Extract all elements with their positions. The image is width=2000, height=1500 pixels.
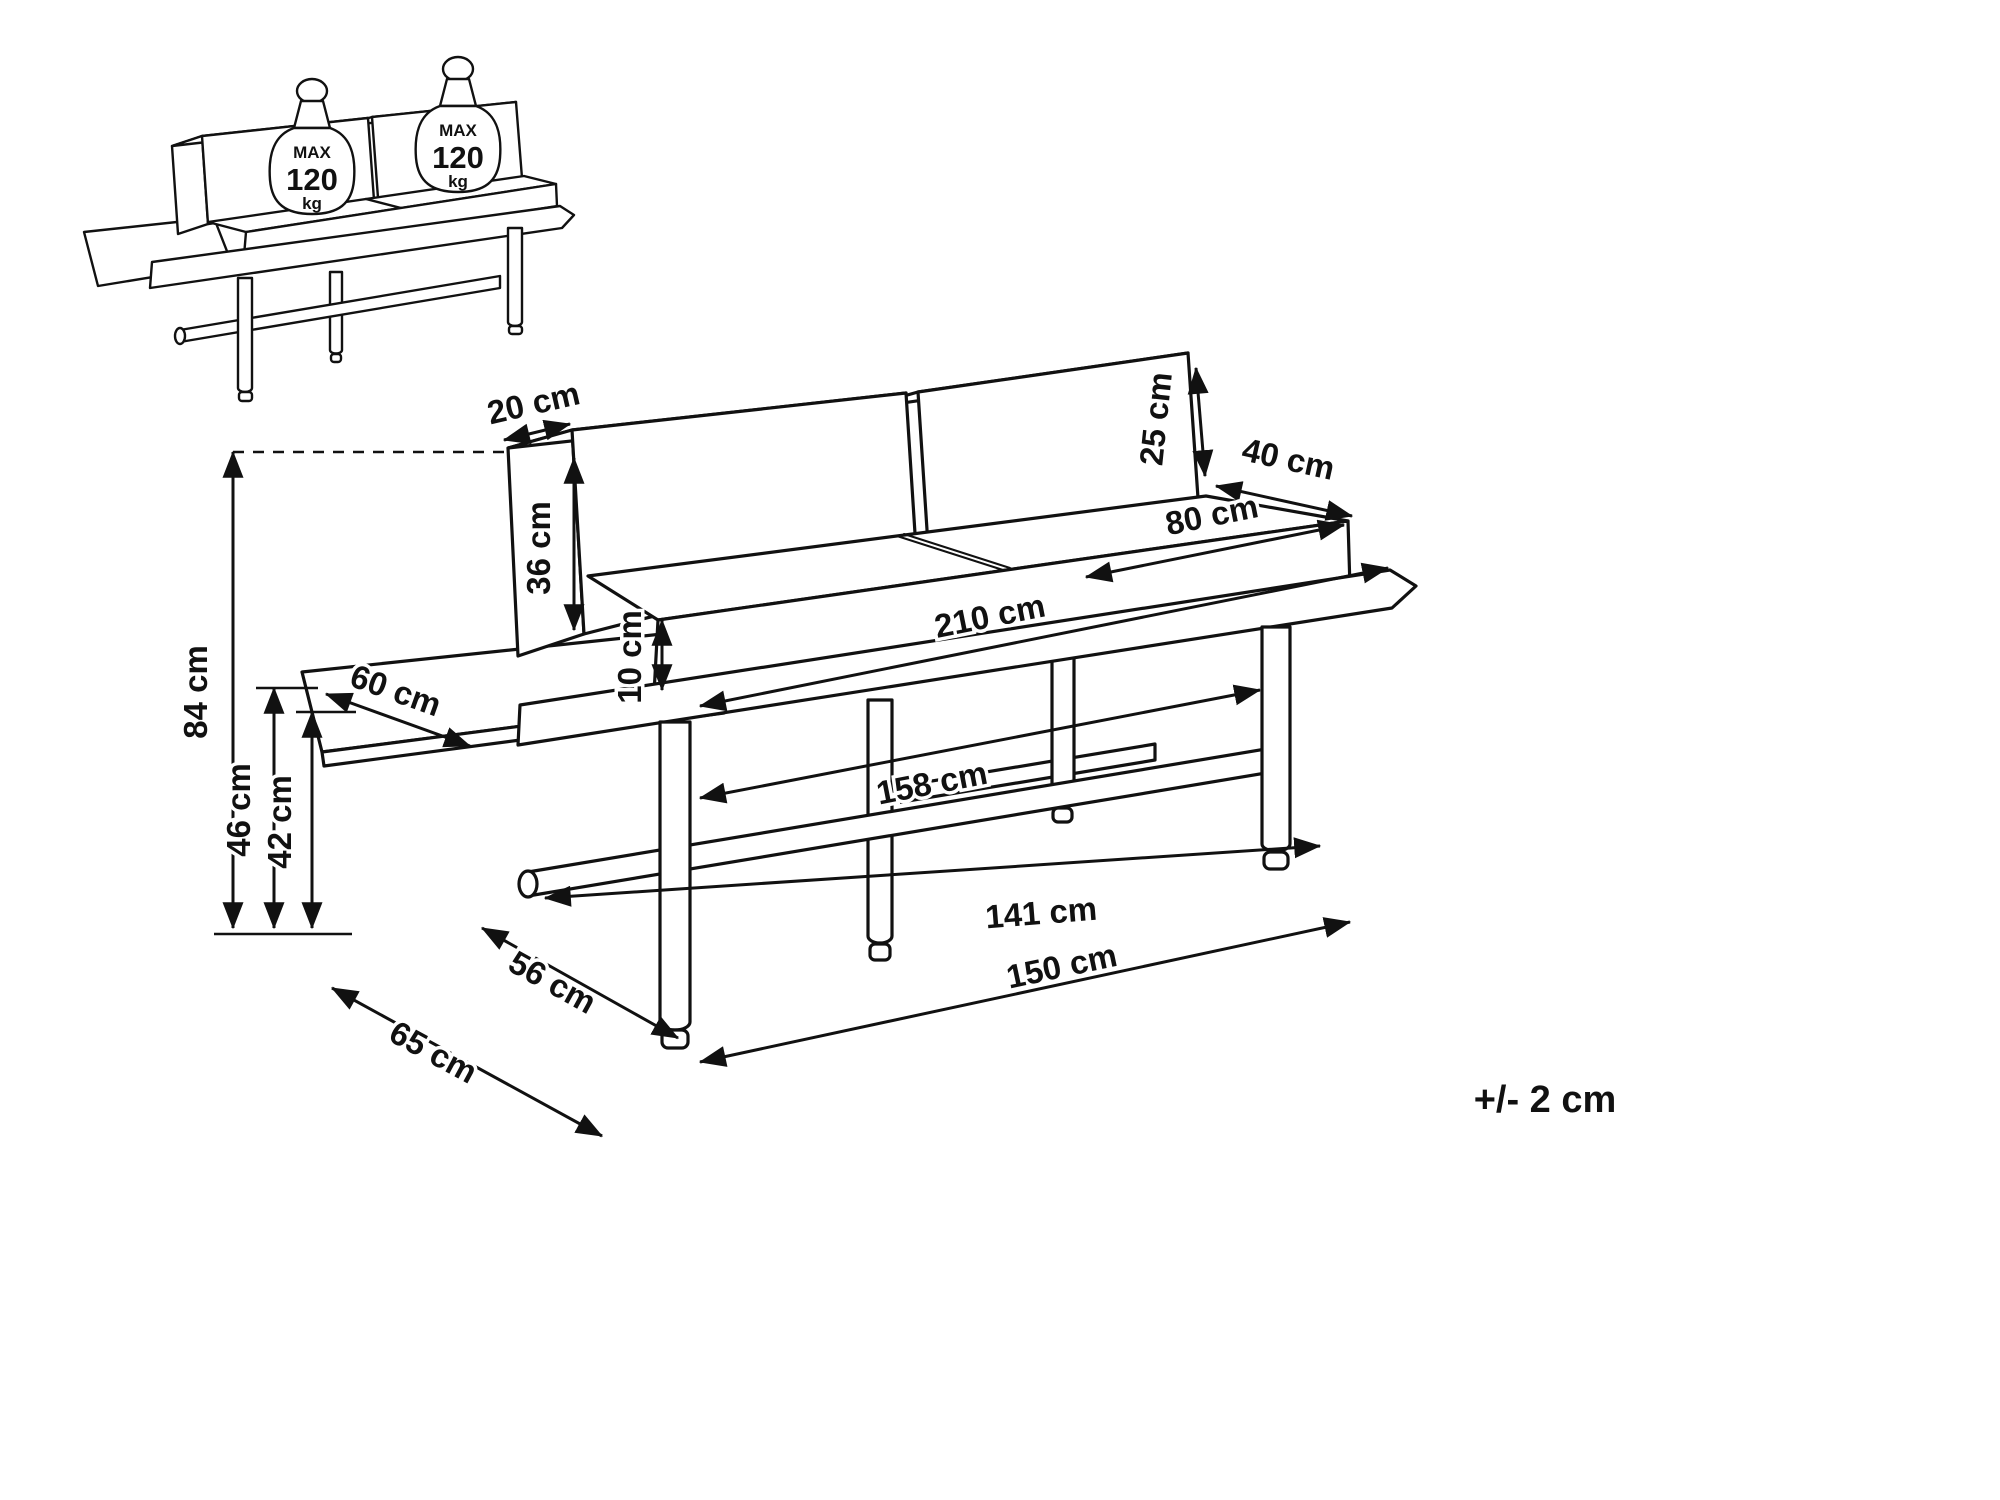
dim-46: 46 cm — [217, 686, 285, 930]
dim-65-label: 65 cm — [384, 1013, 484, 1090]
rear-right-foot — [1051, 806, 1074, 824]
inset-stretcher-cap — [173, 326, 187, 346]
dim-56-label: 56 cm — [503, 943, 603, 1021]
dim-10: 10 cm — [608, 607, 673, 707]
weight-value-label: 120 — [286, 162, 338, 197]
dim-158: 158 cm — [698, 684, 1262, 815]
dim-42-label: 42 cm — [261, 775, 298, 869]
dim-150-label: 150 cm — [1003, 936, 1120, 995]
weight-unit-label: kg — [448, 172, 468, 191]
dim-36-label: 36 cm — [520, 501, 557, 595]
inset-front-left-foot — [237, 390, 254, 403]
rear-left-foot — [868, 942, 892, 962]
front-right-leg — [1260, 625, 1292, 853]
max-weight-icon: MAX 120 kg — [268, 77, 356, 216]
dim-56: 56 cm — [480, 926, 680, 1040]
tolerance-note: +/- 2 cm — [1474, 1079, 1617, 1121]
max-weight-icon: MAX 120 kg — [414, 55, 502, 194]
inset-seat-seam — [364, 197, 403, 210]
dim-40-label: 40 cm — [1239, 431, 1338, 487]
inset-front-right-foot — [507, 324, 524, 336]
inset-rear-foot — [329, 352, 343, 364]
seat-cushion-seam-2 — [903, 533, 1011, 569]
inset-frame — [148, 204, 576, 290]
dim-150: 150 cm — [698, 917, 1352, 1067]
inset-thumbnail: MAX 120 kg MAX 120 kg — [82, 55, 576, 403]
dim-65: 65 cm — [330, 986, 604, 1138]
dim-10-label: 10 cm — [611, 610, 648, 704]
stretcher-end-cap — [517, 869, 539, 899]
weight-max-label: MAX — [293, 143, 331, 162]
dim-20-label: 20 cm — [484, 374, 584, 431]
dim-36: 36 cm — [517, 456, 585, 632]
dim-46-label: 46 cm — [220, 763, 257, 857]
dim-84-label: 84 cm — [177, 645, 214, 739]
front-left-leg — [658, 720, 692, 1032]
weight-unit-label: kg — [302, 194, 322, 213]
weight-max-label: MAX — [439, 121, 477, 140]
dim-141-label: 141 cm — [984, 890, 1098, 936]
inset-front-right-leg — [506, 226, 524, 328]
dim-84: 84 cm — [174, 450, 244, 930]
weight-value-label: 120 — [432, 140, 484, 175]
inset-front-left-leg — [236, 276, 254, 394]
dim-42: 42 cm — [258, 710, 323, 930]
front-right-foot — [1262, 850, 1290, 871]
